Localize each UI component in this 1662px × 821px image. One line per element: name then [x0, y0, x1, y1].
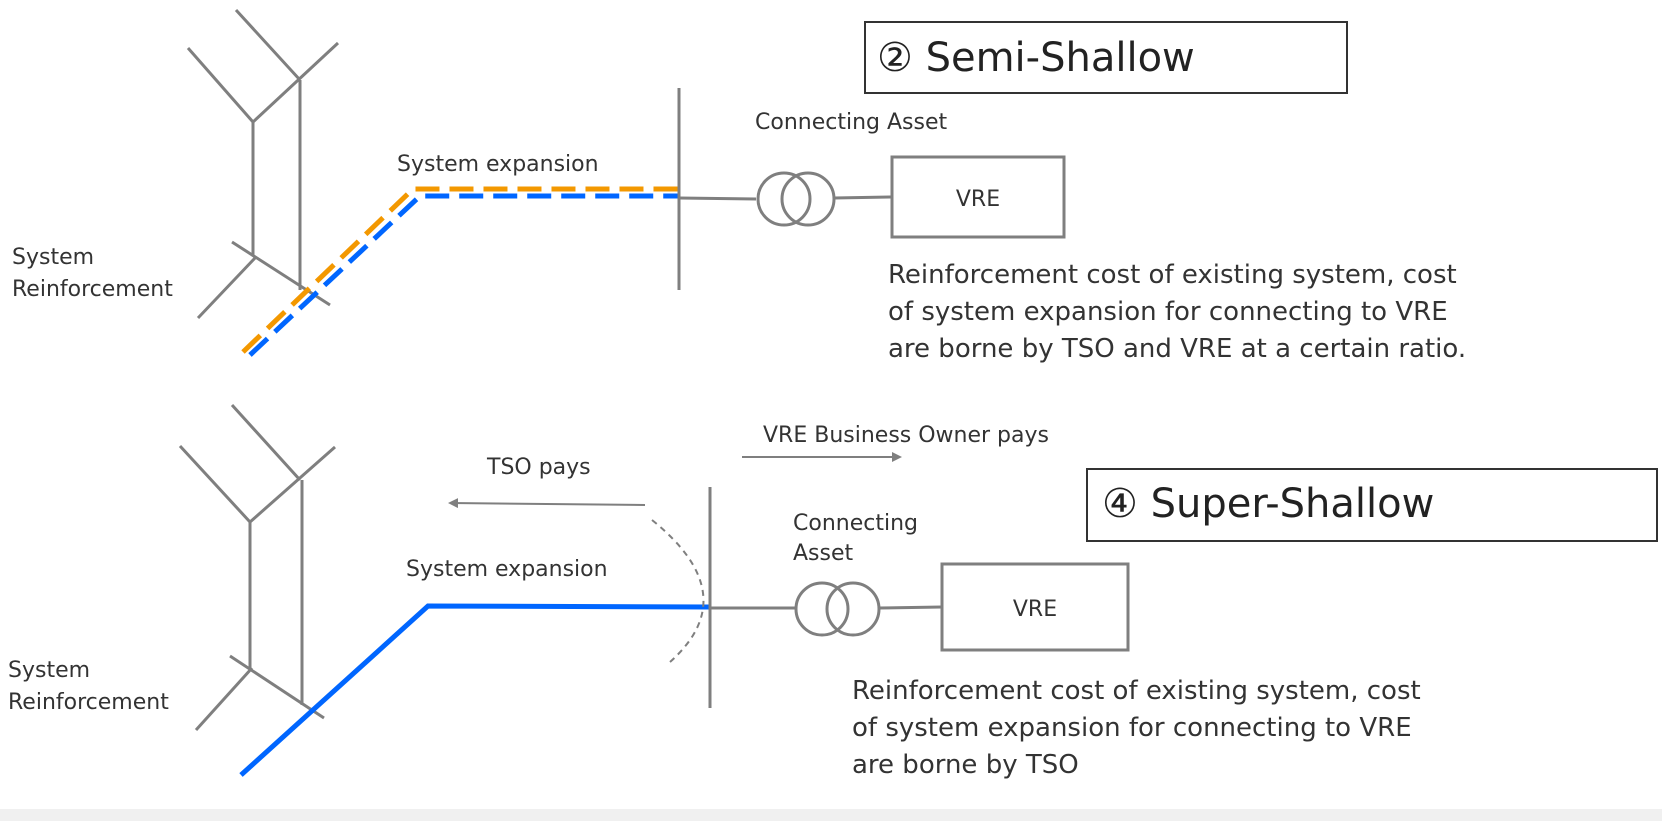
- system-reinforcement-line-2: Reinforcement: [8, 690, 169, 715]
- vre-owner-pays-label: VRE Business Owner pays: [763, 423, 1049, 448]
- system-expansion-line: [241, 186, 680, 357]
- system-expansion-label: System expansion: [397, 152, 599, 177]
- existing-grid-network: [186, 8, 340, 320]
- description-line-1: Reinforcement cost of existing system, c…: [852, 676, 1421, 706]
- vre-label: VRE: [956, 187, 1000, 212]
- system-reinforcement-label: System Reinforcement: [8, 658, 169, 715]
- cost-description: Reinforcement cost of existing system, c…: [852, 676, 1429, 780]
- footer-bar: [0, 809, 1662, 821]
- title-box: [864, 21, 1348, 94]
- title: ④ Super-Shallow: [1102, 481, 1434, 527]
- cost-description: Reinforcement cost of existing system, c…: [888, 260, 1466, 364]
- connecting-asset-line-1: Connecting: [793, 511, 918, 536]
- system-reinforcement-label: System Reinforcement: [12, 245, 173, 302]
- system-reinforcement-line-1: System: [12, 245, 94, 270]
- system-expansion-label: System expansion: [406, 557, 608, 582]
- transformer-icon: [794, 581, 881, 637]
- system-reinforcement-line-2: Reinforcement: [12, 277, 173, 302]
- vre-label: VRE: [1013, 597, 1057, 622]
- connecting-asset-label: Connecting Asset: [755, 110, 947, 135]
- description-line-2: of system expansion for connecting to VR…: [852, 713, 1412, 743]
- title-box: [1086, 468, 1658, 542]
- connection-line-vre: [878, 605, 943, 610]
- connection-line-vre: [833, 195, 893, 200]
- connecting-asset-line-2: Asset: [793, 541, 854, 566]
- description-line-1: Reinforcement cost of existing system, c…: [888, 260, 1457, 290]
- blue-dashed-line: [248, 193, 680, 357]
- blue-solid-line: [239, 603, 710, 777]
- system-reinforcement-line-1: System: [8, 658, 90, 683]
- connection-line: [678, 196, 757, 201]
- semi-shallow-diagram: VRE ② Semi-Shallow Connecting Asset Syst…: [12, 8, 1466, 364]
- transformer-icon: [756, 171, 836, 227]
- super-shallow-diagram: VRE ④ Super-Shallow TSO pays VRE Busines…: [8, 403, 1658, 780]
- tso-pays-arrow: [448, 498, 646, 509]
- existing-grid-network: [178, 403, 336, 732]
- description-line-2: of system expansion for connecting to VR…: [888, 297, 1448, 327]
- orange-dashed-line: [241, 186, 680, 354]
- description-line-3: are borne by TSO: [852, 750, 1079, 780]
- vre-box: [890, 155, 1066, 239]
- vre-box: [940, 562, 1130, 652]
- description-line-3: are borne by TSO and VRE at a certain ra…: [888, 334, 1466, 364]
- connecting-asset-label: Connecting Asset: [793, 511, 925, 566]
- tso-pays-label: TSO pays: [486, 455, 591, 480]
- cost-boundary-curve: [651, 519, 705, 663]
- title: ② Semi-Shallow: [877, 35, 1195, 81]
